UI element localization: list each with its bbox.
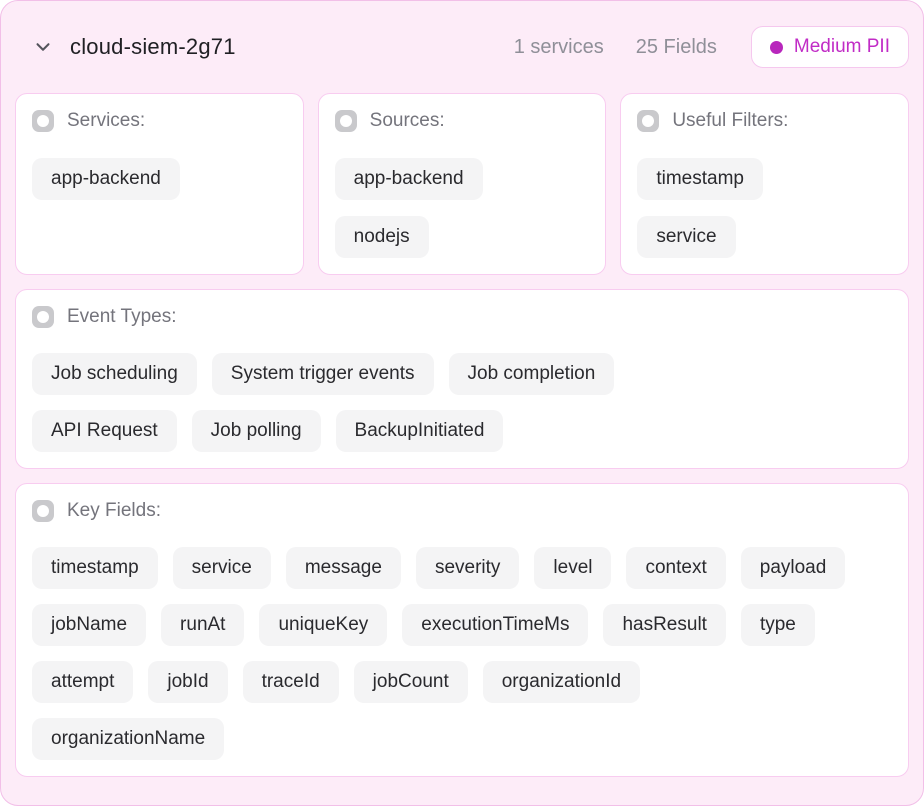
sources-label: Sources: bbox=[369, 110, 445, 131]
key-field-chip: severity bbox=[415, 547, 520, 589]
service-chip: app-backend bbox=[32, 158, 180, 200]
filter-chip: timestamp bbox=[637, 158, 763, 200]
panel-title: cloud-siem-2g71 bbox=[70, 34, 236, 59]
fields-count: 25 Fields bbox=[635, 35, 717, 58]
key-field-chip: type bbox=[740, 604, 815, 646]
useful-filters-card: Useful Filters: timestamp service bbox=[620, 93, 909, 275]
chevron-down-icon bbox=[36, 43, 50, 51]
event-types-label: Event Types: bbox=[67, 306, 177, 327]
section-checkbox-icon[interactable] bbox=[32, 110, 54, 132]
collapse-toggle-button[interactable] bbox=[31, 35, 55, 59]
useful-filters-label: Useful Filters: bbox=[672, 110, 789, 131]
key-fields-chip-list: timestamp service message severity level cont… bbox=[32, 547, 892, 760]
key-field-chip: message bbox=[285, 547, 401, 589]
key-field-chip: timestamp bbox=[32, 547, 158, 589]
key-fields-row: organizationName bbox=[32, 718, 892, 760]
services-card: Services: app-backend bbox=[15, 93, 304, 275]
event-type-chip: Job polling bbox=[191, 410, 321, 452]
event-type-chip: API Request bbox=[32, 410, 177, 452]
source-chip: app-backend bbox=[334, 158, 483, 200]
sources-card: Sources: app-backend nodejs bbox=[317, 93, 607, 275]
event-type-chip: System trigger events bbox=[211, 353, 434, 395]
key-fields-card-header: Key Fields: bbox=[32, 500, 892, 522]
key-fields-row: timestamp service message severity level cont… bbox=[32, 547, 892, 589]
sources-chip-list: app-backend nodejs bbox=[334, 158, 590, 258]
key-field-chip: hasResult bbox=[603, 604, 726, 646]
panel-header: cloud-siem-2g71 1 services 25 Fields Med… bbox=[15, 15, 909, 79]
key-field-chip: executionTimeMs bbox=[402, 604, 589, 646]
section-checkbox-icon[interactable] bbox=[32, 306, 54, 328]
event-type-chip: Job completion bbox=[448, 353, 615, 395]
services-card-header: Services: bbox=[32, 110, 287, 132]
section-checkbox-icon[interactable] bbox=[334, 110, 357, 132]
key-field-chip: uniqueKey bbox=[259, 604, 388, 646]
key-field-chip: level bbox=[534, 547, 612, 589]
key-fields-row: jobName runAt uniqueKey executionTimeMs hasR… bbox=[32, 604, 892, 646]
event-types-row: Job scheduling System trigger events Job c… bbox=[32, 353, 892, 395]
event-types-chip-list: Job scheduling System trigger events Job c… bbox=[32, 353, 892, 452]
key-field-chip: jobName bbox=[32, 604, 147, 646]
key-field-chip: jobId bbox=[148, 661, 228, 703]
key-field-chip: runAt bbox=[161, 604, 245, 646]
event-type-chip: BackupInitiated bbox=[335, 410, 504, 452]
pii-badge[interactable]: Medium PII bbox=[750, 26, 909, 68]
section-checkbox-icon[interactable] bbox=[637, 110, 660, 132]
useful-filters-chip-list: timestamp service bbox=[637, 158, 892, 258]
key-field-chip: traceId bbox=[242, 661, 339, 703]
key-field-chip: context bbox=[626, 547, 726, 589]
useful-filters-card-header: Useful Filters: bbox=[637, 110, 892, 132]
key-fields-label: Key Fields: bbox=[67, 500, 161, 521]
key-field-chip: jobCount bbox=[353, 661, 468, 703]
services-chip-list: app-backend bbox=[32, 158, 287, 200]
event-types-card: Event Types: Job scheduling System trigge… bbox=[15, 289, 909, 469]
sources-card-header: Sources: bbox=[334, 110, 590, 132]
event-type-chip: Job scheduling bbox=[32, 353, 197, 395]
pii-dot-icon bbox=[769, 40, 783, 54]
key-fields-row: attempt jobId traceId jobCount organizationI… bbox=[32, 661, 892, 703]
services-count: 1 services bbox=[513, 35, 604, 58]
key-fields-card: Key Fields: timestamp service message sever… bbox=[15, 483, 909, 777]
header-right-group: 1 services 25 Fields Medium PII bbox=[482, 26, 909, 68]
services-label: Services: bbox=[67, 110, 146, 131]
section-checkbox-icon[interactable] bbox=[32, 500, 54, 522]
key-field-chip: service bbox=[172, 547, 271, 589]
event-types-row: API Request Job polling BackupInitiated bbox=[32, 410, 892, 452]
source-chip: nodejs bbox=[334, 216, 429, 258]
event-types-card-header: Event Types: bbox=[32, 306, 892, 328]
filter-chip: service bbox=[637, 216, 736, 258]
key-field-chip: payload bbox=[740, 547, 846, 589]
key-field-chip: attempt bbox=[32, 661, 134, 703]
key-field-chip: organizationName bbox=[32, 718, 225, 760]
pii-badge-label: Medium PII bbox=[793, 36, 890, 57]
top-cards-row: Services: app-backend Sources: app-backe… bbox=[15, 93, 909, 275]
key-field-chip: organizationId bbox=[482, 661, 641, 703]
